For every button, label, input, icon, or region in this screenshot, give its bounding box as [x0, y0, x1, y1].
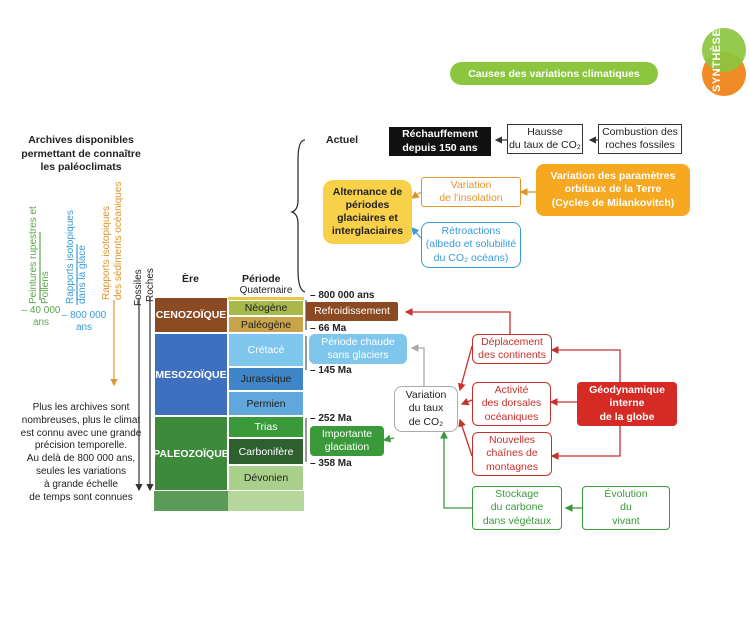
- period-header: Période: [242, 273, 281, 285]
- period-devonien: Dévonien: [228, 465, 304, 491]
- badge-circle-green: [702, 28, 746, 72]
- archive-value-800000: – 800 000 ans: [61, 310, 107, 333]
- node-rechauffement: Réchauffement depuis 150 ans: [389, 127, 491, 156]
- node-hausse-co2: Hausse du taux de CO₂: [507, 124, 583, 154]
- node-nouvelles-chaines: Nouvelles chaînes de montagnes: [472, 432, 552, 476]
- node-refroidissement: Refroidissement: [306, 302, 398, 321]
- archives-title: Archives disponibles permettant de conna…: [21, 134, 141, 174]
- node-stockage-carbone: Stockage du carbone dans végétaux: [472, 486, 562, 530]
- synthese-badge: SYNTHÈSE: [702, 28, 748, 98]
- node-activite-dorsales: Activité des dorsales océaniques: [472, 382, 551, 426]
- era-header: Ère: [182, 273, 199, 285]
- age-800000: – 800 000 ans: [310, 290, 375, 301]
- quaternary-label: Quaternaire: [239, 285, 293, 296]
- header-title: Causes des variations climatiques: [450, 62, 658, 85]
- age-66: – 66 Ma: [310, 323, 347, 334]
- period-paleogene: Paléogène: [228, 316, 304, 333]
- node-periode-chaude: Période chaude sans glaciers: [309, 334, 407, 364]
- age-358: – 358 Ma: [310, 458, 352, 469]
- era-paleozoique: PALEOZOÏQUE: [153, 416, 229, 491]
- era-extension: [154, 491, 228, 511]
- archives-note: Plus les archives sont nombreuses, plus …: [20, 402, 142, 503]
- period-trias: Trias: [228, 416, 304, 438]
- period-cretace: Crétacé: [228, 333, 304, 367]
- era-cenozoique: CENOZOÏQUE: [154, 297, 228, 333]
- age-252: – 252 Ma: [310, 413, 352, 424]
- archive-value-40000: – 40 000 ans: [21, 305, 61, 328]
- period-jurassique: Jurassique: [228, 367, 304, 391]
- period-quaternaire: [228, 297, 304, 300]
- era-mesozoique: MESOZOÏQUE: [154, 333, 228, 416]
- node-retroactions: Rétroactions (albedo et solubilité du CO…: [421, 222, 521, 268]
- period-carbonifere: Carbonifère: [228, 438, 304, 465]
- period-neogene: Néogène: [228, 300, 304, 316]
- node-alternance: Alternance de périodes glaciaires et int…: [323, 180, 412, 244]
- actuel-label: Actuel: [326, 134, 359, 146]
- node-importante-glaciation: Importante glaciation: [310, 426, 384, 456]
- period-extension: [228, 491, 304, 511]
- node-milankovitch: Variation des paramètres orbitaux de la …: [536, 164, 690, 216]
- node-deplacement: Déplacement des continents: [472, 334, 552, 364]
- node-geodynamique: Géodynamique interne de la globe: [577, 382, 677, 426]
- node-evolution-vivant: Évolution du vivant: [582, 486, 670, 530]
- age-145: – 145 Ma: [310, 365, 352, 376]
- node-variation-insolation: Variation de l'insolation: [421, 177, 521, 207]
- node-combustion: Combustion des roches fossiles: [598, 124, 682, 154]
- period-permien: Permien: [228, 391, 304, 416]
- node-variation-co2: Variation du taux de CO₂: [394, 386, 458, 432]
